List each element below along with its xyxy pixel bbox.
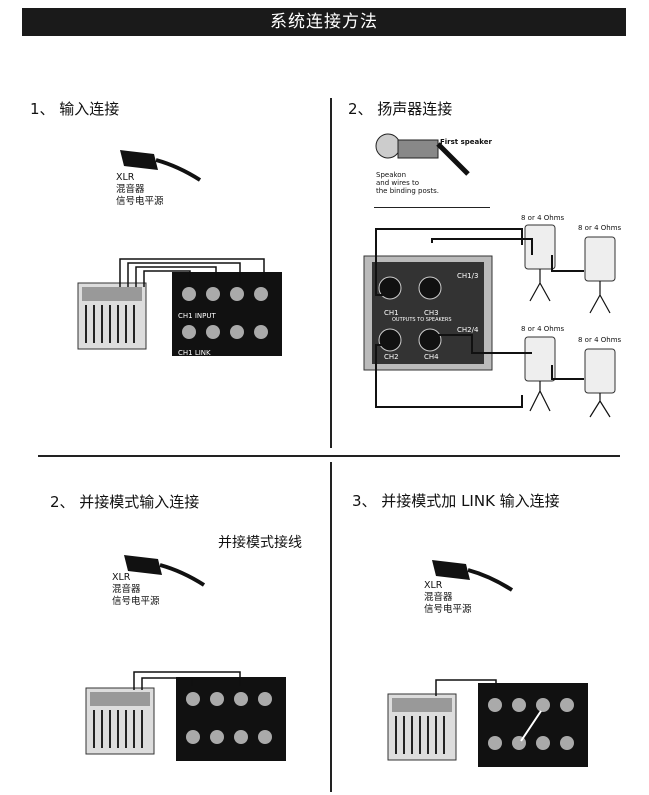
mixer-icon bbox=[85, 687, 155, 755]
amp-rear-panel bbox=[363, 255, 493, 371]
xlr-cable-icon bbox=[432, 560, 514, 592]
section-4-heading: 3、 并接模式加 LINK 输入连接 bbox=[352, 492, 560, 510]
xlr-cable-icon bbox=[124, 555, 206, 587]
ohm-label-4: 8 or 4 Ohms bbox=[578, 336, 622, 344]
section-4-cable-labels: XLR 混音器 信号电平源 bbox=[424, 580, 472, 615]
amp-input-panel bbox=[172, 272, 282, 356]
amp-input-panel bbox=[478, 683, 588, 767]
mixer-icon bbox=[387, 693, 457, 761]
vertical-divider-bottom bbox=[330, 462, 332, 792]
amp-label-ch3: CH3 bbox=[424, 309, 439, 317]
input-cables bbox=[119, 258, 265, 287]
amp-label-ch4: CH4 bbox=[424, 353, 439, 361]
vertical-divider-top bbox=[330, 98, 332, 448]
speaker-cables bbox=[375, 228, 584, 408]
amp-label-ch2: CH2 bbox=[384, 353, 399, 361]
parallel-input-cables bbox=[133, 671, 241, 690]
link-input-cable bbox=[435, 679, 497, 696]
horizontal-divider bbox=[38, 455, 620, 457]
page-title: 系统连接方法 bbox=[22, 8, 626, 36]
section-1-cable-labels: XLR 混音器 信号电平源 bbox=[116, 172, 164, 207]
mixer-icon bbox=[77, 282, 147, 350]
section-3-cable-labels: XLR 混音器 信号电平源 bbox=[112, 572, 160, 607]
speakers bbox=[524, 224, 616, 418]
speakon-connector-icon bbox=[375, 133, 470, 176]
section-3-heading: 2、 并接模式输入连接 bbox=[50, 493, 200, 511]
inset-title: First speaker bbox=[440, 138, 492, 146]
amp-label-outputs: OUTPUTS TO SPEAKERS bbox=[392, 317, 452, 323]
inset-note: Speakon and wires to the binding posts. bbox=[376, 171, 440, 195]
amp-label-ch1: CH1 bbox=[384, 309, 399, 317]
amp-label-ch13: CH1/3 bbox=[457, 272, 479, 280]
ohm-label-1: 8 or 4 Ohms bbox=[521, 214, 565, 222]
section-3-subheading: 并接模式接线 bbox=[218, 535, 302, 551]
inset-divider bbox=[374, 207, 490, 208]
panel-1-link-label: CH1 LINK bbox=[178, 349, 211, 357]
amp-label-ch24: CH2/4 bbox=[457, 326, 479, 334]
xlr-cable-icon bbox=[120, 150, 202, 182]
amp-input-panel bbox=[176, 677, 286, 761]
ohm-label-3: 8 or 4 Ohms bbox=[521, 325, 565, 333]
section-2-heading: 2、 扬声器连接 bbox=[348, 100, 453, 118]
panel-1-input-label: CH1 INPUT bbox=[178, 312, 216, 320]
section-1-heading: 1、 输入连接 bbox=[30, 100, 120, 118]
ohm-label-2: 8 or 4 Ohms bbox=[578, 224, 622, 232]
